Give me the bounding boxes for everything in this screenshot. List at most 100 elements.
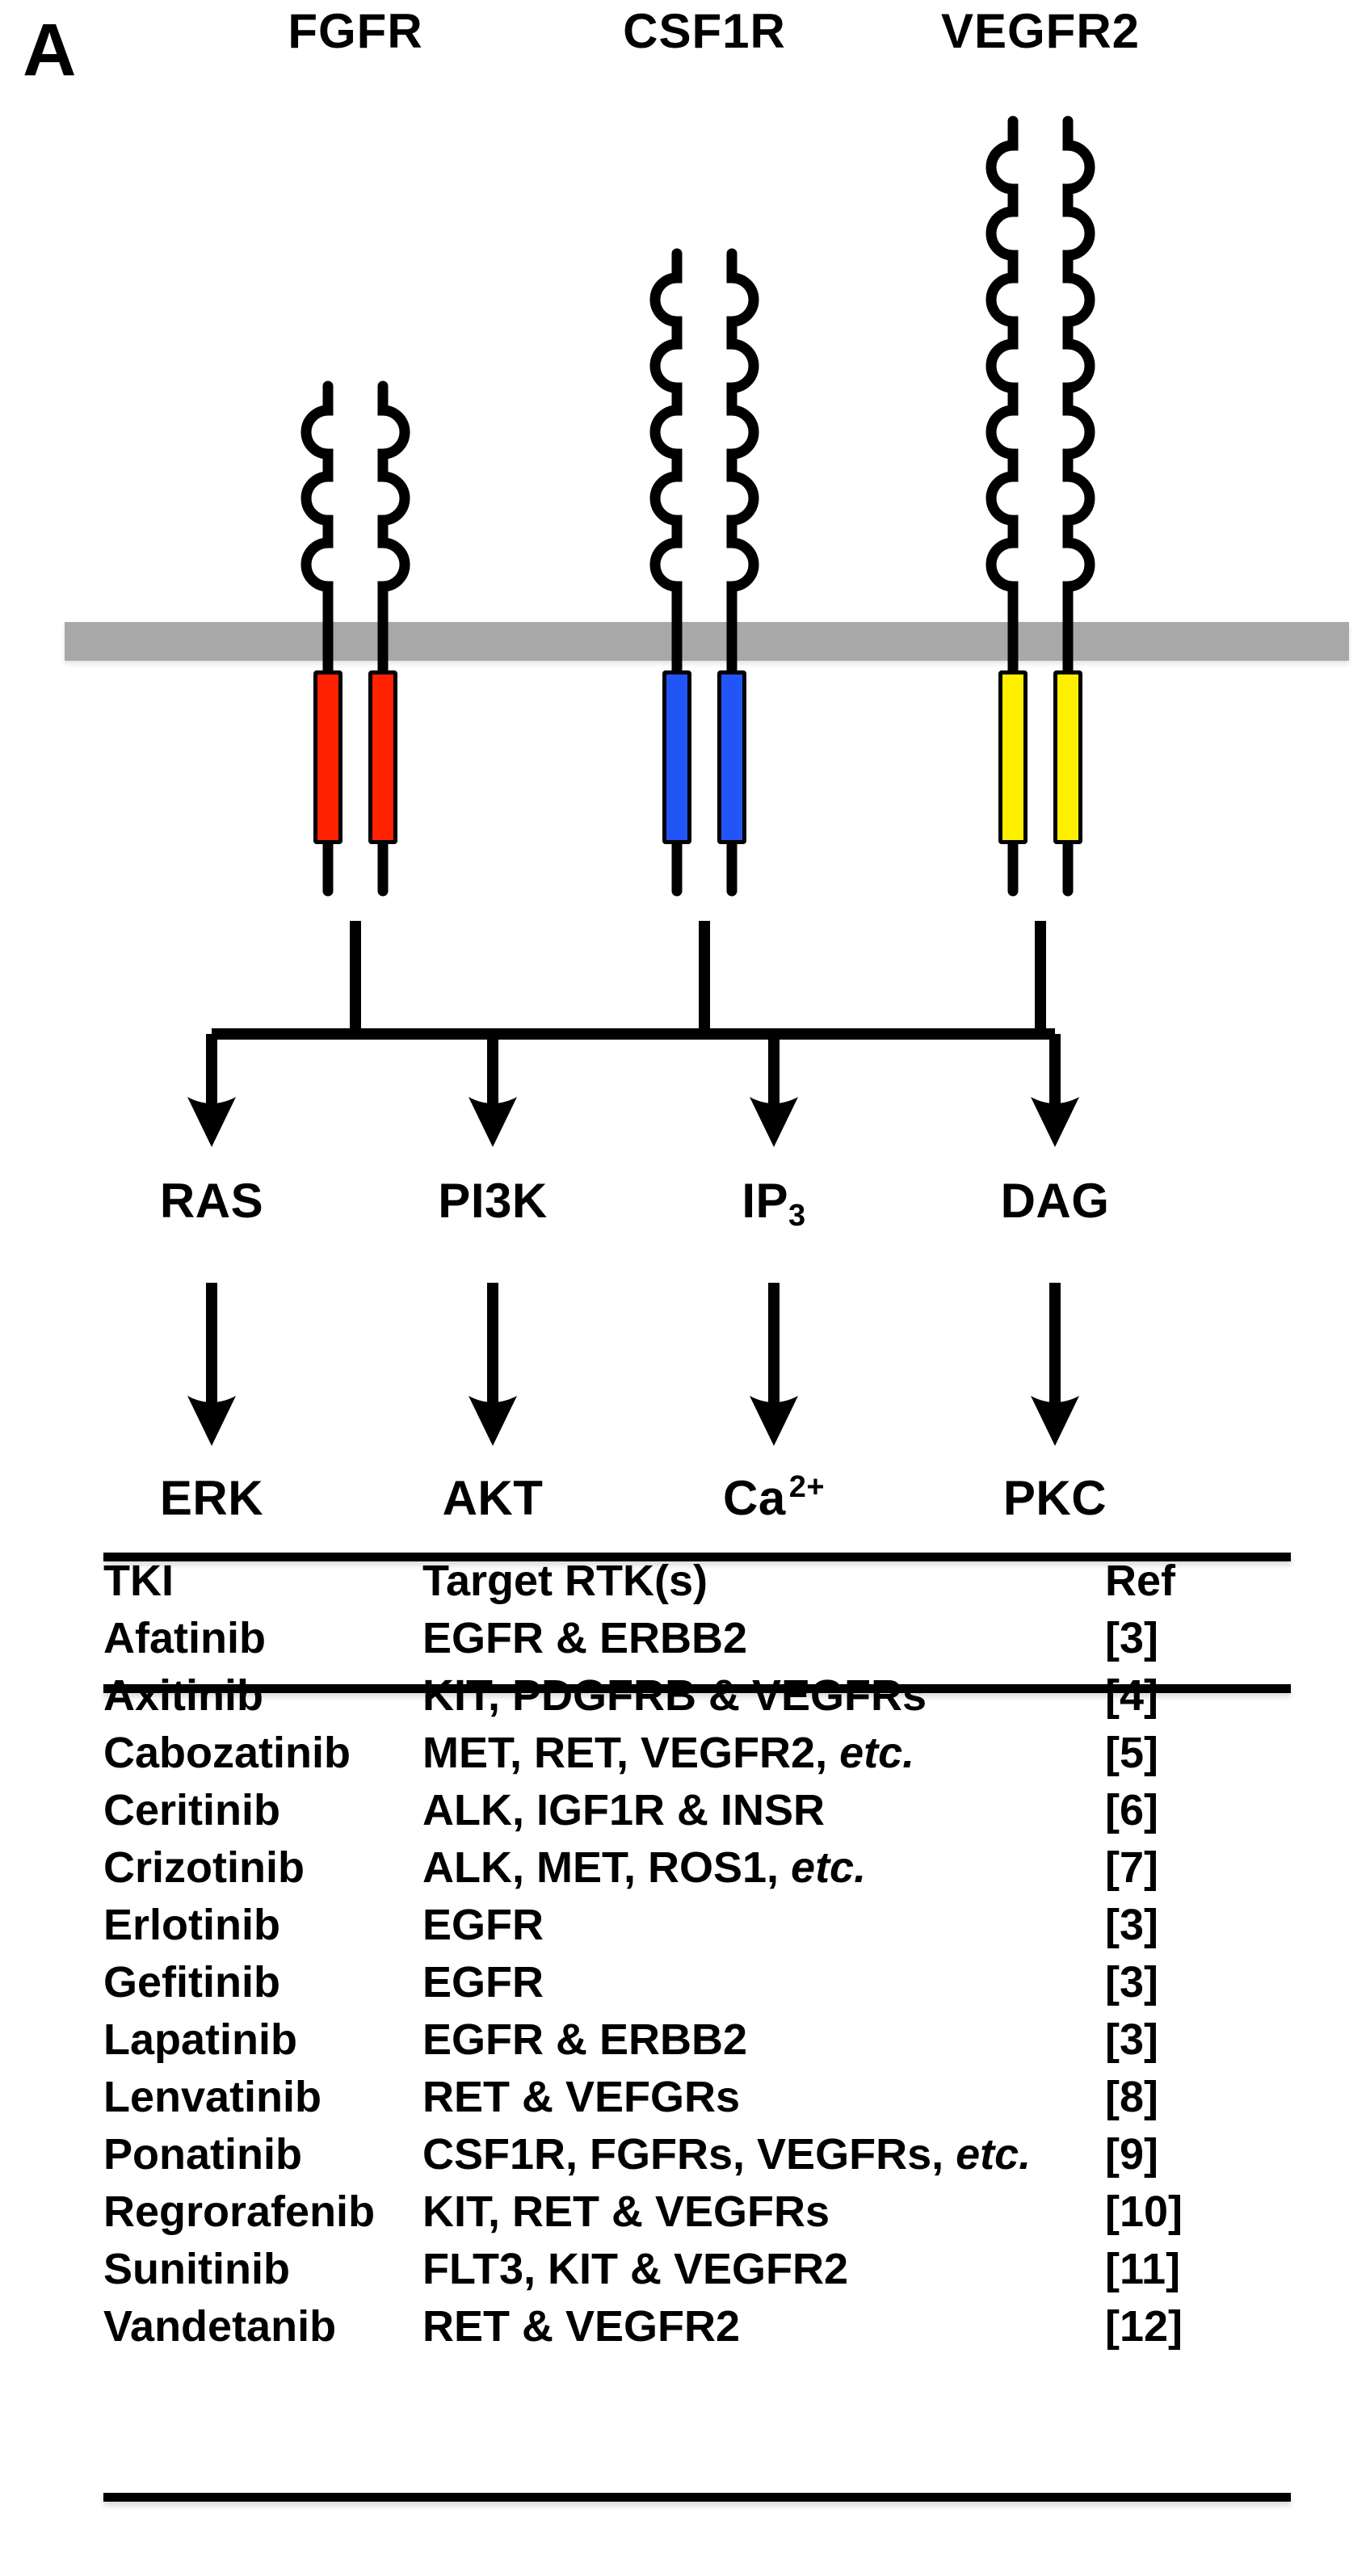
ig-like-domain-chain — [1062, 116, 1095, 686]
cell-tki-name: Gefitinib — [103, 1958, 280, 2007]
panel-a-label: A — [23, 9, 76, 91]
cell-target-rtks: ALK, MET, ROS1, etc. — [422, 1839, 1105, 1897]
receptor-ectodomain-chains — [300, 116, 1095, 897]
cell-reference: [12] — [1105, 2302, 1183, 2351]
cell-reference: [3] — [1105, 2015, 1158, 2064]
cell-tki-name: Ponatinib — [103, 2130, 302, 2179]
target-rtk-text: EGFR — [422, 1901, 544, 1949]
target-etc-italic: etc. — [839, 1729, 915, 1777]
cell-target-rtks: RET & VEFGRs — [422, 2069, 1105, 2126]
cell-target-rtks: FLT3, KIT & VEGFR2 — [422, 2241, 1105, 2298]
pathway-node-akt: AKT — [443, 1470, 544, 1526]
column-header-tki: TKI — [103, 1557, 174, 1605]
cell-tki-name: Cabozatinib — [103, 1729, 351, 1777]
table-rule-top — [103, 1553, 1291, 1561]
cell-target-rtks: CSF1R, FGFRs, VEGFRs, etc. — [422, 2126, 1105, 2183]
pathway-label-text: DAG — [1000, 1174, 1110, 1228]
arrow-to-dag-3-head — [1031, 1097, 1079, 1147]
cell-tki-name: Crizotinib — [103, 1843, 305, 1892]
target-rtk-text: KIT, PDGFRB & VEGFRs — [422, 1671, 927, 1720]
pathway-node-pkc: PKC — [1003, 1470, 1107, 1526]
cell-target-rtks: EGFR — [422, 1954, 1105, 2011]
table-row: Axitinib KIT, PDGFRB & VEGFRs [4] — [103, 1667, 1291, 1725]
pathway-label-superscript: 2+ — [788, 1470, 826, 1504]
kinase-domain-box — [717, 670, 746, 844]
kinase-domain-box — [998, 670, 1028, 844]
pathway-label-subscript: 3 — [788, 1199, 806, 1233]
pathway-label-text: IP — [742, 1174, 789, 1228]
cell-tki-name: Vandetanib — [103, 2302, 337, 2351]
target-etc-italic: etc. — [791, 1843, 867, 1892]
ig-like-domain-chain — [985, 116, 1019, 686]
arrow-second-stage-2-head — [750, 1396, 798, 1446]
cell-target-rtks: MET, RET, VEGFR2, etc. — [422, 1725, 1105, 1782]
cell-tki-name: Erlotinib — [103, 1901, 280, 1949]
cell-tki-name: Regrorafenib — [103, 2187, 376, 2236]
target-rtk-text: ALK, IGF1R & INSR — [422, 1786, 826, 1834]
table-rule-header — [103, 1684, 1291, 1693]
target-rtk-text: RET & VEGFR2 — [422, 2302, 741, 2351]
table-row: Ceritinib ALK, IGF1R & INSR [6] — [103, 1782, 1291, 1839]
target-etc-italic: etc. — [956, 2130, 1032, 2179]
column-header-ref: Ref — [1105, 1557, 1176, 1605]
cell-reference: [8] — [1105, 2073, 1158, 2121]
pathway-node-ras: RAS — [160, 1173, 263, 1229]
cell-reference: [3] — [1105, 1901, 1158, 1949]
target-rtk-text: EGFR — [422, 1958, 544, 2007]
pathway-label-text: PKC — [1002, 1471, 1107, 1525]
cell-reference: [3] — [1105, 1958, 1158, 2007]
signal-transduction-arrows — [187, 921, 1079, 1446]
table-row: Lapatinib EGFR & ERBB2[3] — [103, 2011, 1291, 2069]
cell-target-rtks: EGFR & ERBB2 — [422, 2011, 1105, 2069]
arrow-to-ras-0-head — [187, 1097, 236, 1147]
kinase-domain-box — [1053, 670, 1082, 844]
cell-reference: [4] — [1105, 1671, 1158, 1720]
cell-tki-name: Sunitinib — [103, 2245, 290, 2293]
target-rtk-text: RET & VEFGRs — [422, 2073, 741, 2121]
pathway-label-text: Ca — [722, 1471, 786, 1525]
cell-tki-name: Axitinib — [103, 1671, 263, 1720]
cell-reference: [9] — [1105, 2130, 1158, 2179]
cell-target-rtks: KIT, PDGFRB & VEGFRs — [422, 1667, 1105, 1725]
cell-tki-name: Ceritinib — [103, 1786, 281, 1834]
arrow-second-stage-0-head — [187, 1396, 236, 1446]
target-rtk-text: ALK, MET, ROS1, — [422, 1843, 792, 1892]
pathway-label-text: AKT — [442, 1471, 544, 1525]
cell-reference: [6] — [1105, 1786, 1158, 1834]
cell-target-rtks: KIT, RET & VEGFRs — [422, 2183, 1105, 2241]
cell-target-rtks: ALK, IGF1R & INSR — [422, 1782, 1105, 1839]
pathway-node-pi3k: PI3K — [438, 1173, 547, 1229]
cell-target-rtks: EGFR & ERBB2 — [422, 1610, 1105, 1667]
table-rule-bottom — [103, 2493, 1291, 2502]
pathway-label-text: PI3K — [438, 1174, 548, 1228]
kinase-domain-box — [368, 670, 397, 844]
kinase-domain-box — [313, 670, 342, 844]
cell-target-rtks: EGFR — [422, 1897, 1105, 1954]
ig-like-domain-chain — [726, 248, 759, 686]
receptor-label-csf1r: CSF1R — [623, 4, 786, 58]
table-header: TKI Target RTK(s) Ref — [103, 1553, 1291, 1610]
table-row: Erlotinib EGFR [3] — [103, 1897, 1291, 1954]
kinase-domain-box — [662, 670, 691, 844]
ig-like-domain-chain — [377, 380, 410, 686]
pathway-node-erk: ERK — [160, 1470, 263, 1526]
target-rtk-text: CSF1R, FGFRs, VEGFRs, — [422, 2130, 956, 2179]
cell-tki-name: Lapatinib — [103, 2015, 297, 2064]
cell-reference: [7] — [1105, 1843, 1158, 1892]
plasma-membrane-bar — [65, 622, 1349, 661]
pathway-label-text: RAS — [159, 1174, 264, 1228]
pathway-node-ip: IP3 — [742, 1173, 805, 1233]
table-header-row: TKI Target RTK(s) Ref — [103, 1553, 1291, 1610]
ig-like-domain-chain — [649, 248, 683, 686]
cell-tki-name: Afatinib — [103, 1614, 266, 1662]
